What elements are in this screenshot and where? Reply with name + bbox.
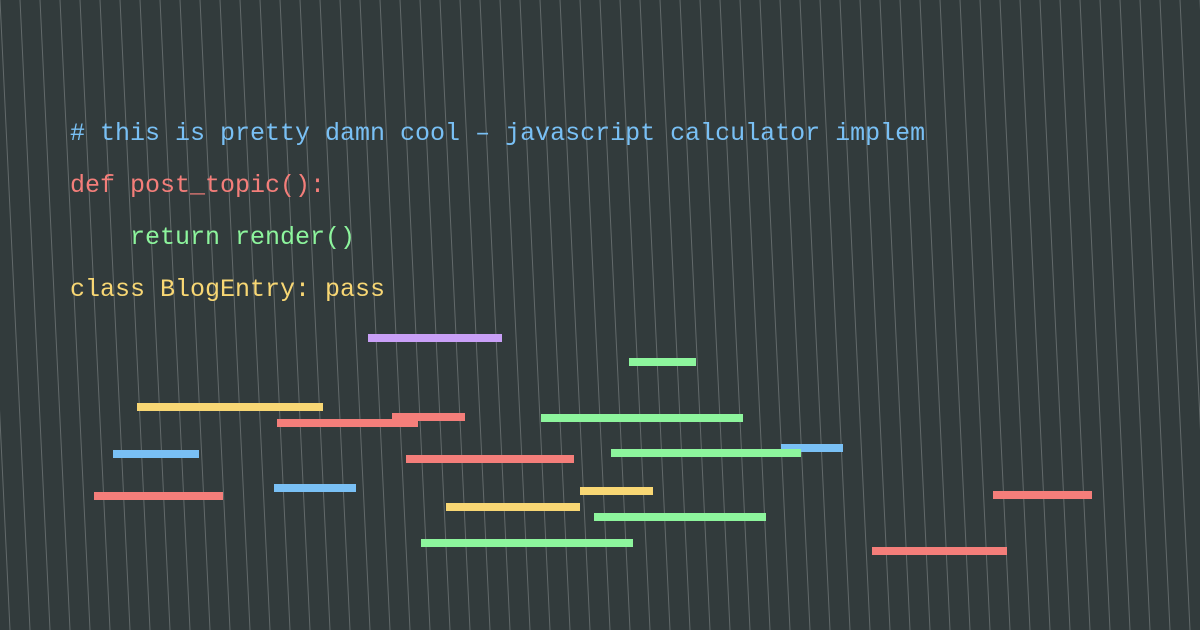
stripe-line [519, 0, 551, 630]
stripe-line [879, 0, 911, 630]
stripe-line [639, 0, 671, 630]
color-bar [580, 487, 653, 495]
stripe-line [939, 0, 971, 630]
color-bar [406, 455, 574, 463]
stripe-line [999, 0, 1031, 630]
stripe-line [59, 0, 91, 630]
stripe-line [399, 0, 431, 630]
stripe-line [579, 0, 611, 630]
stripe-line [39, 0, 71, 630]
stripe-line [979, 0, 1011, 630]
stripe-line [139, 0, 171, 630]
stripe-line [19, 0, 51, 630]
stripe-line [659, 0, 691, 630]
code-def-line: def post_topic(): [70, 171, 326, 200]
stripe-line [299, 0, 331, 630]
stripe-line [159, 0, 191, 630]
stripe-line [539, 0, 571, 630]
color-bar [421, 539, 633, 547]
color-bar [872, 547, 1007, 555]
stripe-line [819, 0, 851, 630]
stripe-line [719, 0, 751, 630]
code-return-line: return render() [70, 223, 356, 252]
stripe-line [419, 0, 451, 630]
stripe-line [899, 0, 931, 630]
stripe-line [1099, 0, 1131, 630]
color-bar [368, 334, 502, 342]
stripe-line [1039, 0, 1071, 630]
color-bar [993, 491, 1092, 499]
stripe-line [279, 0, 311, 630]
stripe-line [599, 0, 631, 630]
stripe-line [0, 409, 11, 630]
color-bar [392, 413, 465, 421]
stripe-line [439, 0, 471, 630]
stripe-line [499, 0, 531, 630]
stripe-line [479, 0, 511, 630]
color-bar [611, 449, 801, 457]
stripe-line [739, 0, 771, 630]
color-bar [781, 444, 843, 452]
stripe-line [679, 0, 711, 630]
stripe-line [559, 0, 591, 630]
color-bar [277, 419, 418, 427]
color-bar [446, 503, 580, 511]
stripe-line [179, 0, 211, 630]
stripe-line [859, 0, 891, 630]
stripe-line [459, 0, 491, 630]
color-bar [541, 414, 743, 422]
color-bar [594, 513, 766, 521]
stripe-line [339, 0, 371, 630]
stripe-line [0, 0, 31, 630]
code-class-line: class BlogEntry: pass [70, 275, 386, 304]
stripe-line [1179, 0, 1200, 431]
stripe-line [239, 0, 271, 630]
color-bar [629, 358, 696, 366]
stripe-line [1059, 0, 1091, 630]
stripe-line [619, 0, 651, 630]
color-bar [94, 492, 223, 500]
stripe-line [759, 0, 791, 630]
stripe-line [779, 0, 811, 630]
stripe-line [1159, 0, 1191, 630]
color-bar [274, 484, 356, 492]
stripe-line [799, 0, 831, 630]
stripe-line [839, 0, 871, 630]
color-bar [137, 403, 323, 411]
code-comment-line: # this is pretty damn cool – javascript … [70, 119, 926, 148]
stripe-line [219, 0, 251, 630]
stripe-line [79, 0, 111, 630]
stripe-line [919, 0, 951, 630]
stripe-line [1079, 0, 1111, 630]
stripe-line [379, 0, 411, 630]
stripe-line [699, 0, 731, 630]
stripe-line [1119, 0, 1151, 630]
stripe-line [199, 0, 231, 630]
stripe-line [319, 0, 351, 630]
stripe-line [99, 0, 131, 630]
stripe-line [359, 0, 391, 630]
color-bar [113, 450, 199, 458]
stripe-line [1019, 0, 1051, 630]
stripe-line [259, 0, 291, 630]
stripe-line [1139, 0, 1171, 630]
stripe-line [959, 0, 991, 630]
stripe-line [119, 0, 151, 630]
